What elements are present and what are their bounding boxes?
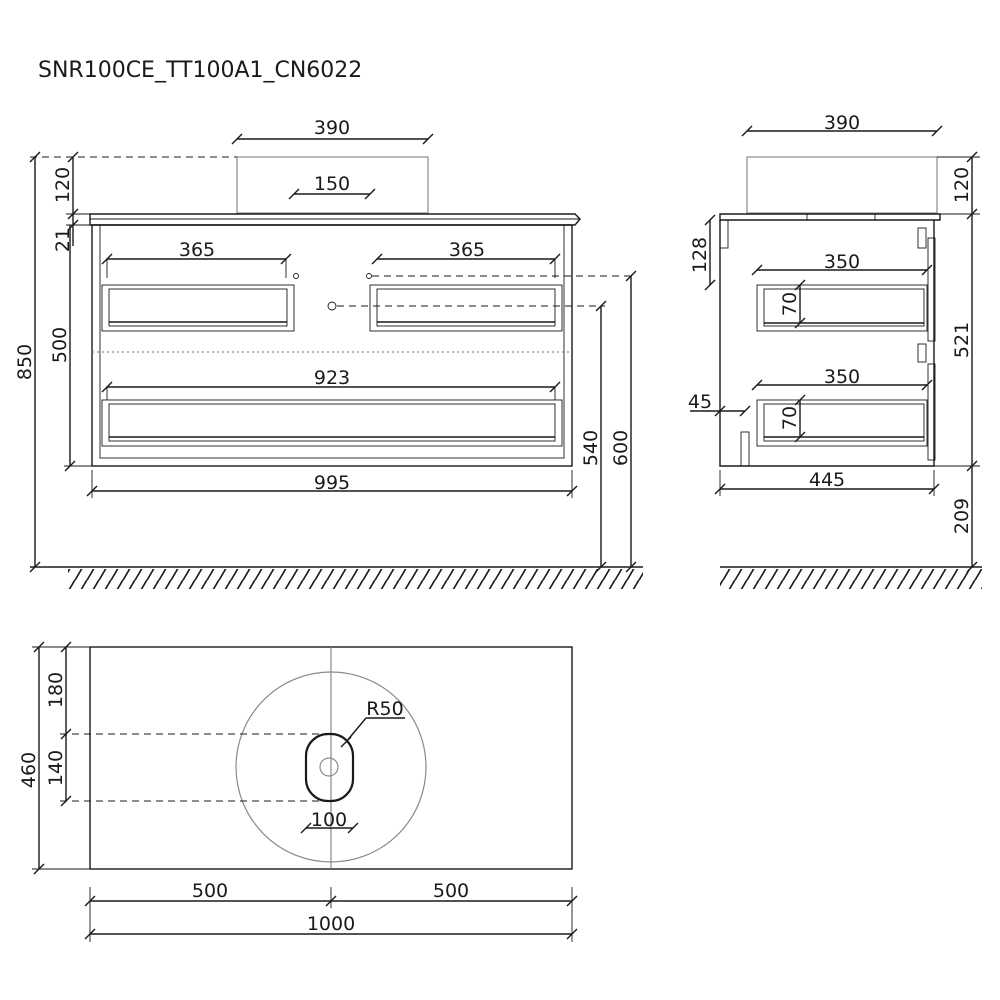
upper-drawer-left (101, 284, 295, 332)
side-floor-clearance-label: 209 (951, 498, 973, 534)
drain-height-label: 540 (580, 430, 602, 466)
side-back-offset-label: 45 (688, 391, 712, 413)
total-width-label: 1000 (307, 913, 355, 935)
side-view: 390 128 350 70 350 70 45 (688, 112, 982, 589)
side-upper-drawer-depth-label: 350 (824, 251, 860, 273)
overflow-width-label: 150 (314, 173, 350, 195)
cabinet-width-label: 995 (314, 472, 350, 494)
side-upper-drawer (756, 284, 928, 332)
top-thickness-label: 21 (52, 228, 74, 252)
half-right-width-label: 500 (433, 880, 469, 902)
drain-width-label: 100 (311, 809, 347, 831)
drain-slot-icon (304, 732, 355, 803)
front-view: 390 150 365 365 923 995 (14, 117, 643, 589)
front-countertop (89, 213, 581, 226)
side-countertop (719, 213, 941, 221)
front-basin-height-label: 120 (52, 167, 74, 203)
top-view: R50 100 460 180 140 500 500 1000 (18, 641, 578, 942)
side-lower-drawer (756, 399, 928, 447)
lower-drawer-width-label: 923 (314, 367, 350, 389)
upper-drawer-right-width-label: 365 (449, 239, 485, 261)
side-top-offset-label: 128 (689, 237, 711, 273)
drain-hole-icon (319, 757, 339, 777)
front-basin-width-label: 390 (314, 117, 350, 139)
upper-drawer-right (369, 284, 563, 332)
front-cabinet (91, 224, 573, 467)
overall-height-label: 850 (14, 344, 36, 380)
drain-radius-label: R50 (366, 698, 403, 720)
half-left-width-label: 500 (192, 880, 228, 902)
side-basin-height-label: 120 (951, 167, 973, 203)
front-basin (236, 156, 429, 214)
top-depth-label: 460 (18, 752, 40, 788)
drawing-title: SNR100CE_TT100A1_CN6022 (38, 58, 362, 83)
side-cabinet-depth-label: 445 (809, 469, 845, 491)
side-upper-drawer-height-label: 70 (779, 292, 801, 316)
side-cabinet (719, 220, 935, 467)
side-lower-drawer-depth-label: 350 (824, 366, 860, 388)
side-lower-drawer-height-label: 70 (779, 406, 801, 430)
side-basin-width-label: 390 (824, 112, 860, 134)
upper-drawer-left-width-label: 365 (179, 239, 215, 261)
drain-point-icon (327, 301, 337, 311)
side-basin (746, 156, 938, 214)
drawer-height-label: 500 (49, 327, 71, 363)
side-cabinet-height-label: 521 (951, 322, 973, 358)
drain-length-label: 140 (45, 750, 67, 786)
water-inlet-left-icon (293, 273, 299, 279)
side-floor-hatch (720, 569, 982, 589)
front-to-drain-label: 180 (45, 672, 67, 708)
front-floor-hatch (68, 569, 643, 589)
water-inlet-right-icon (366, 273, 372, 279)
lower-drawer (101, 399, 563, 447)
outlet-height-label: 600 (610, 430, 632, 466)
